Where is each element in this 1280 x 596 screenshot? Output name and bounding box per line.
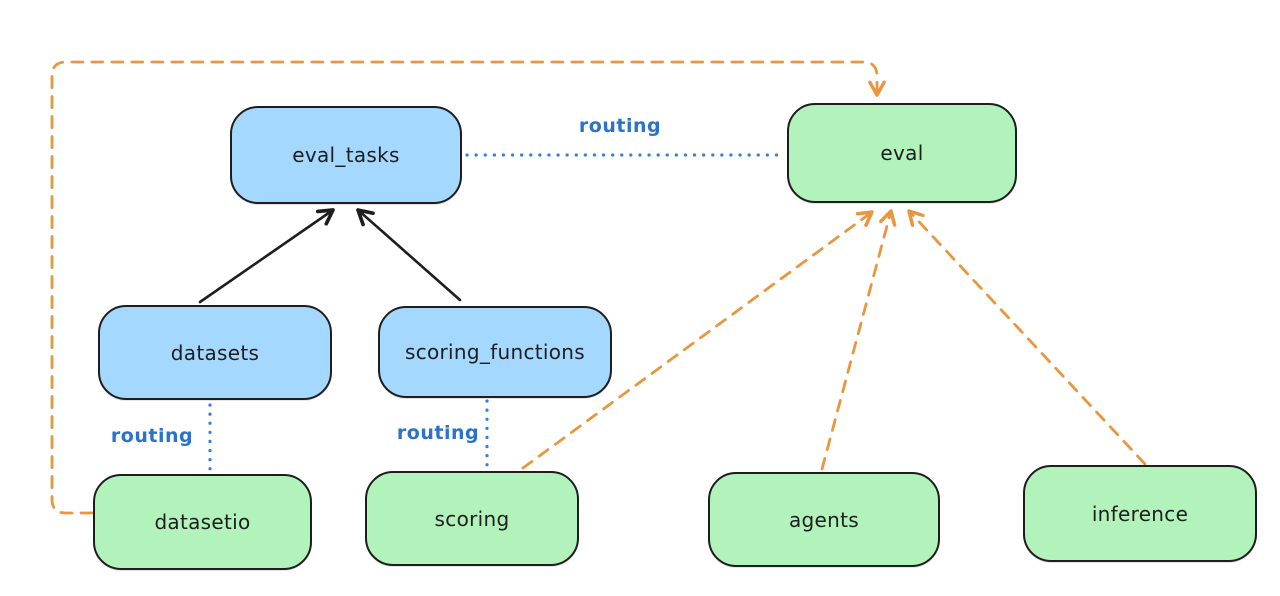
node-scoring-functions-label: scoring_functions [404,340,586,364]
node-scoring-functions: scoring_functions [378,306,612,398]
edge-label-routing-scoring-functions-scoring: routing [396,422,480,444]
node-datasetio-label: datasetio [154,510,251,534]
edge-datasets-to-eval-tasks [198,208,335,304]
node-datasets-label: datasets [170,340,260,365]
edge-label-routing-datasets-datasetio: routing [110,425,194,447]
node-datasetio: datasetio [93,474,312,570]
node-inference-label: inference [1091,501,1189,526]
node-scoring-label: scoring [434,506,510,531]
edge-agents-to-eval [820,209,897,471]
node-agents: agents [708,472,940,567]
node-eval-tasks-label: eval_tasks [292,143,400,167]
edge-label-routing-eval-tasks-eval: routing [578,115,662,137]
node-eval-tasks: eval_tasks [230,106,462,204]
edge-scoring-functions-to-eval-tasks [356,208,462,302]
node-scoring: scoring [365,471,579,566]
edge-inference-to-eval [907,209,1147,466]
node-datasets: datasets [98,305,332,400]
node-eval: eval [787,103,1017,203]
node-agents-label: agents [789,507,859,532]
node-inference: inference [1023,465,1257,562]
node-eval-label: eval [880,141,924,165]
